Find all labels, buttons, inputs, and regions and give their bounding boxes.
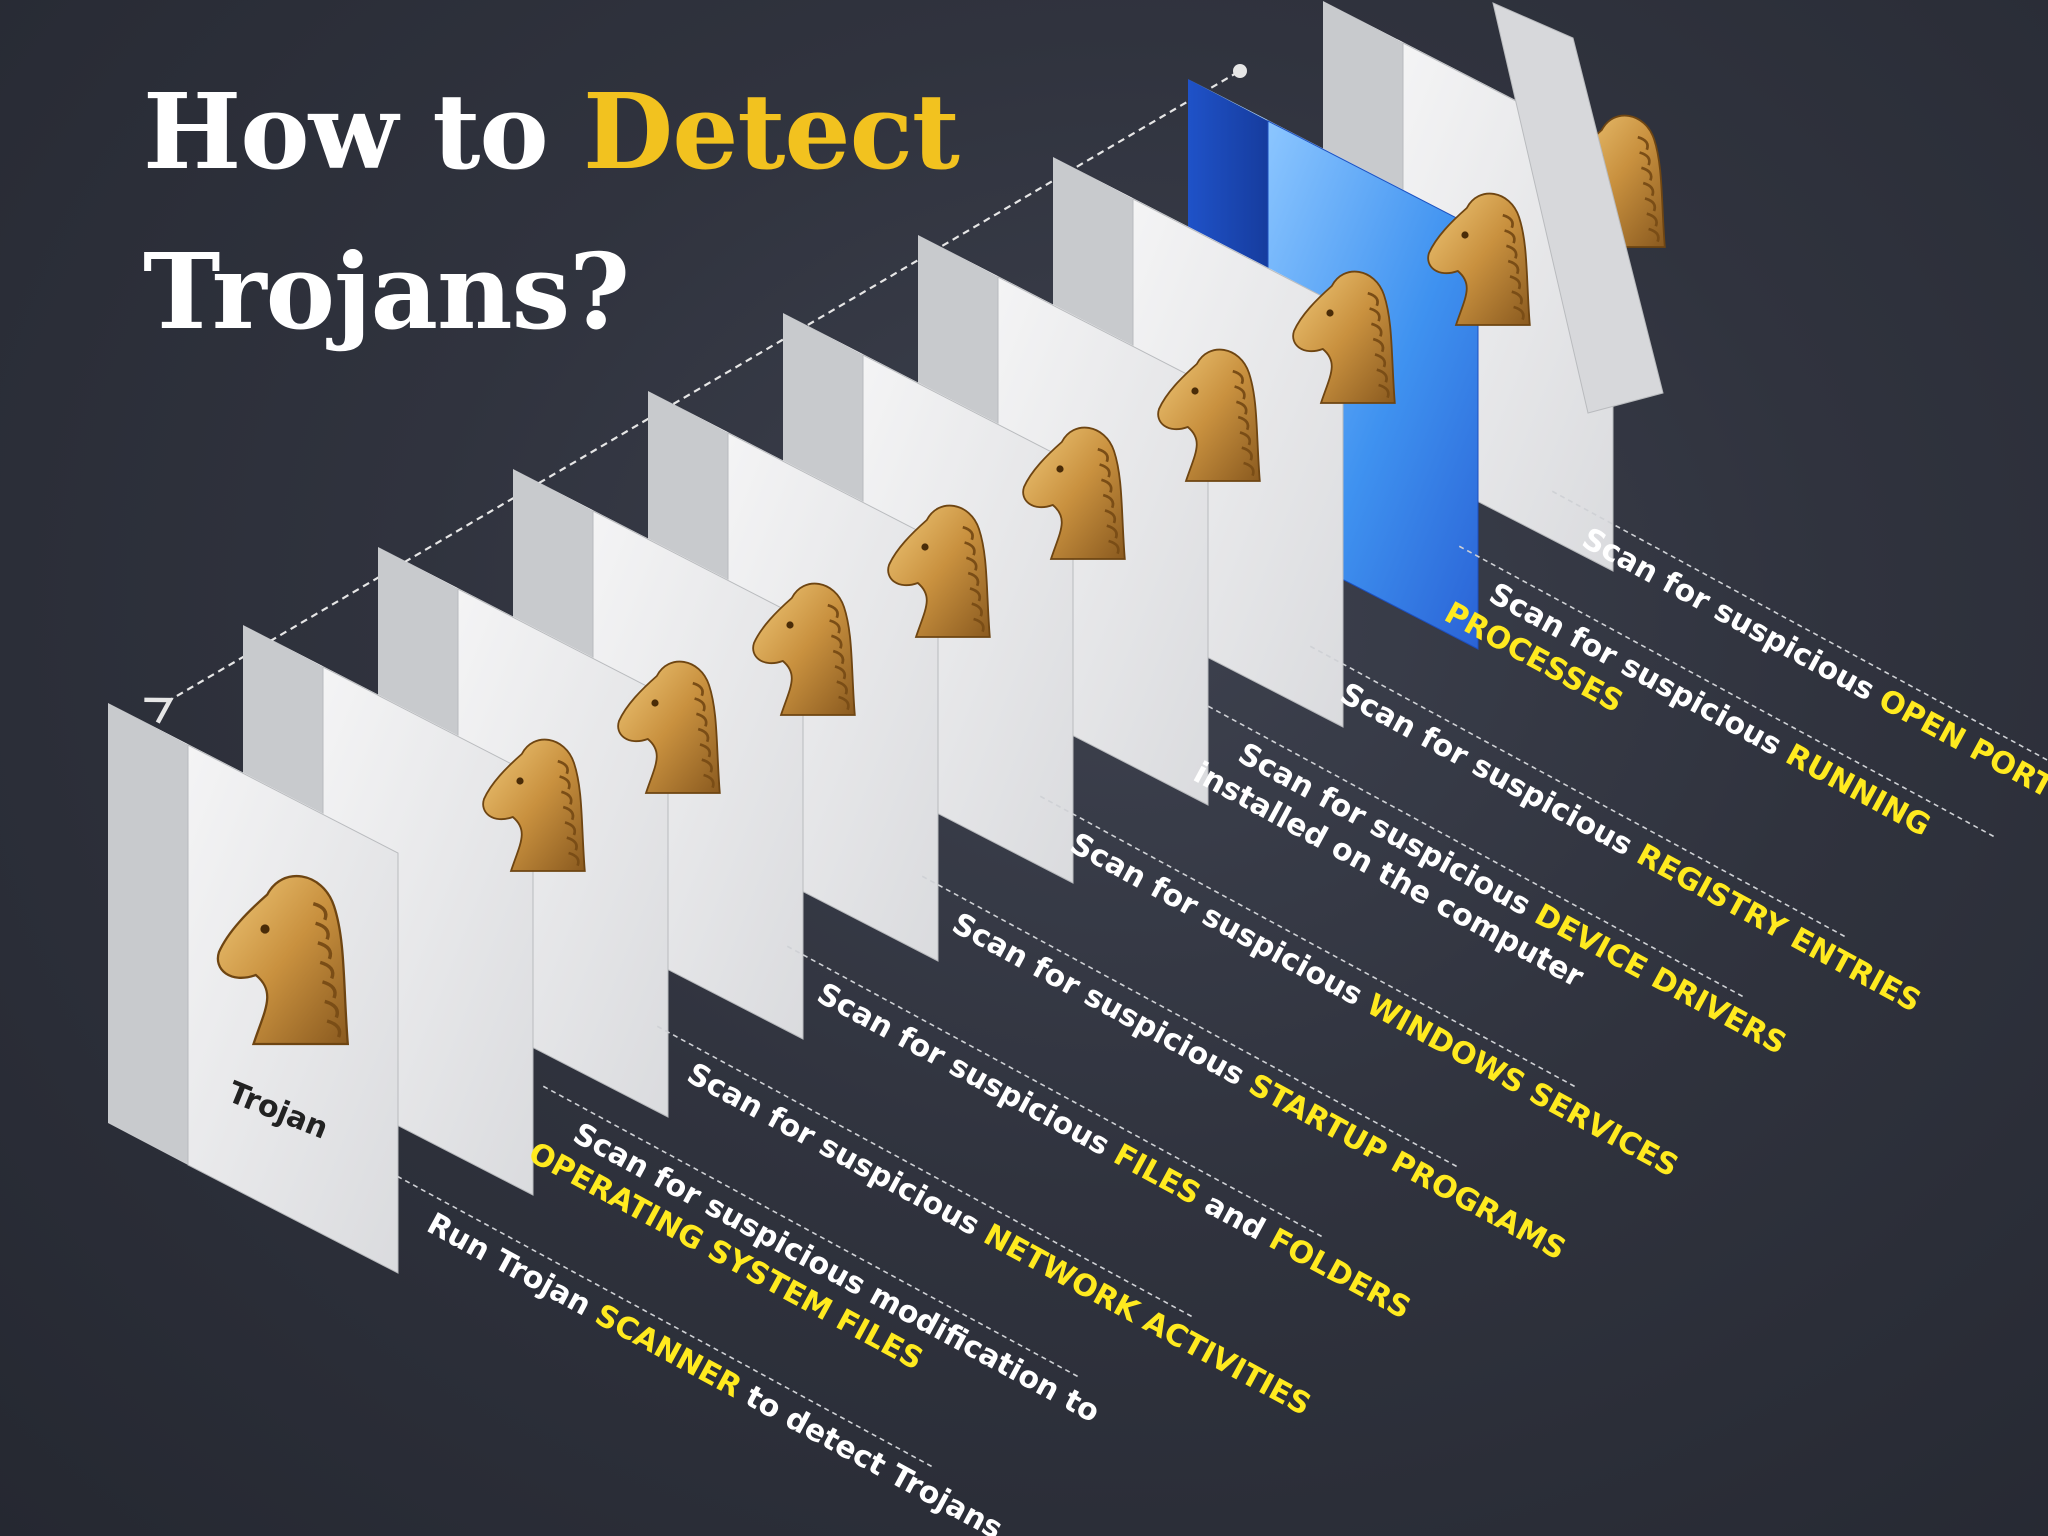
trojan-horse-icon: [752, 582, 856, 716]
trojan-horse-icon: [482, 738, 586, 872]
step-keyword: FOLDERS: [1263, 1222, 1416, 1327]
step-guide-line: [396, 1175, 934, 1469]
step-lead: and: [1189, 1182, 1279, 1253]
trojan-horse-icon: [1427, 192, 1531, 326]
step-lead: to detect Trojans: [730, 1374, 1008, 1536]
step-guide-line: [921, 875, 1459, 1169]
step-guide-line: [786, 945, 1324, 1239]
step-text: Scan for suspicious FILES and FOLDERS: [811, 976, 1416, 1326]
domino: Trojan: [108, 703, 399, 1274]
trojan-horse-icon: [617, 660, 721, 794]
step-guide-line: [1309, 645, 1847, 939]
step-keyword: SCANNER: [589, 1297, 747, 1404]
trojan-horse-icon: [1157, 348, 1261, 482]
title-line2: Trojans?: [143, 230, 630, 353]
step-lead: Run Trojan: [421, 1206, 606, 1328]
title-highlight: Detect: [583, 70, 960, 193]
step-guide-line: [542, 1085, 1080, 1379]
page-title: How to Detect Trojans?: [143, 52, 960, 372]
step-keyword: RUNNING: [1780, 737, 1936, 843]
trojan-horse-icon: [1022, 426, 1126, 560]
step-keyword: FILES: [1108, 1137, 1206, 1212]
step-guide-line: [1551, 490, 2048, 784]
step-guide-line: [656, 1025, 1194, 1319]
title-prefix: How to: [143, 70, 549, 193]
step-lead: Scan for suspicious: [1576, 521, 1889, 713]
step-guide-line: [1039, 795, 1577, 1089]
trojan-horse-icon: [216, 874, 350, 1046]
step-guide-line: [1458, 545, 1996, 839]
timeline-arrow-start-dot: [1233, 64, 1247, 78]
trojan-horse-icon: [887, 504, 991, 638]
step-guide-line: [1207, 705, 1745, 999]
trojan-horse-icon: [1292, 270, 1396, 404]
falling-domino: [1492, 2, 1664, 414]
